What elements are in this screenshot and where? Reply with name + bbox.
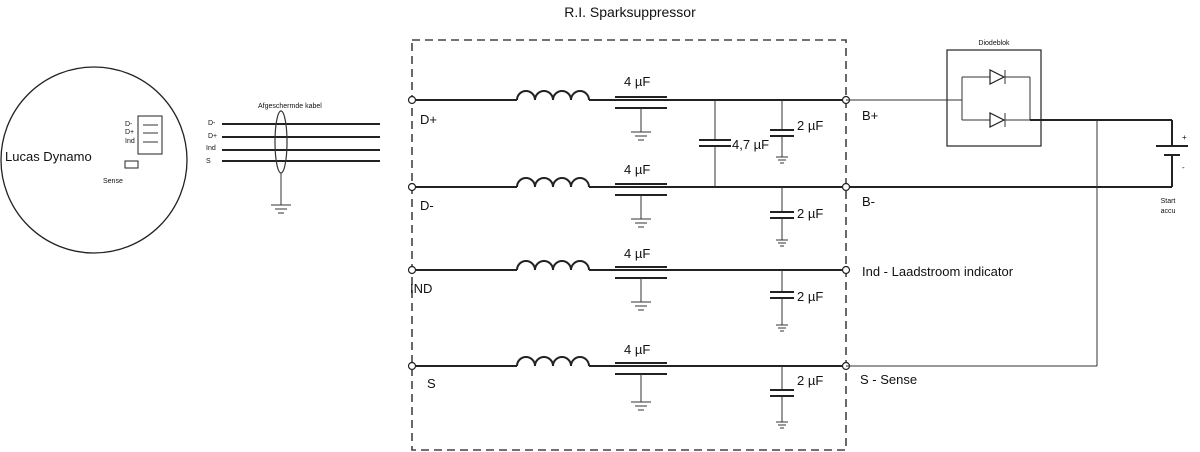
channel-d-plus: 4 µF 2 µF D+ B+ [407, 74, 878, 164]
inductor-cap-label: 4 µF [624, 246, 650, 261]
lucas-dynamo: Lucas Dynamo D- D+ Ind Sense [0, 66, 188, 254]
cable-label: Afgeschermde kabel [258, 103, 322, 110]
terminal-right-ind [841, 265, 851, 275]
battery-plus: + [1182, 133, 1187, 142]
shunt-cap-label: 2 µF [797, 289, 823, 304]
diode-block: Diodeblok [846, 40, 1172, 147]
left-label-d-minus: D- [420, 198, 434, 213]
terminal-left-ind [407, 265, 417, 275]
shielded-cable: D- D+ Ind S Afgeschermde kabel [206, 103, 380, 214]
start-battery: + - Start accu [1156, 120, 1188, 215]
sense-connector [124, 160, 139, 169]
left-label-s: S [427, 376, 436, 391]
battery-label-start: Start [1161, 198, 1176, 205]
right-label-ind: Ind - Laadstroom indicator [862, 264, 1014, 279]
left-label-ind: IND [410, 281, 432, 296]
battery-minus: - [1182, 163, 1185, 172]
dynamo-terminal-ind: Ind [125, 138, 135, 145]
terminal-right-b-minus [841, 182, 851, 192]
battery-label-accu: accu [1161, 208, 1176, 215]
diode-block-frame [946, 49, 1042, 147]
diagram-title: R.I. Sparksuppressor [564, 4, 696, 20]
inductor-icon [516, 90, 590, 101]
terminal-left-d-minus [407, 182, 417, 192]
channel-ind: 4 µF 2 µF IND Ind - Laadstroom indicator [407, 246, 1014, 332]
inductor-icon [516, 260, 590, 271]
inductor-cap-label: 4 µF [624, 162, 650, 177]
inductor-cap-label: 4 µF [624, 342, 650, 357]
channel-sense: 4 µF 2 µF S S - Sense [407, 342, 917, 429]
cable-terminal-d-minus: D- [208, 120, 216, 127]
dynamo-body [0, 66, 188, 254]
sparksuppressor-box [411, 39, 847, 451]
bridge-cap-label: 4,7 µF [732, 137, 769, 152]
dynamo-terminal-d-plus: D+ [125, 129, 134, 136]
inductor-icon [516, 177, 590, 188]
dynamo-label: Lucas Dynamo [5, 149, 92, 164]
diode-icon [989, 69, 1006, 85]
shunt-cap-label: 2 µF [797, 206, 823, 221]
cable-terminal-s: S [206, 158, 211, 165]
bridge-capacitor: 4,7 µF [699, 100, 769, 187]
terminal-left-s [407, 361, 417, 371]
cable-shield [274, 110, 288, 174]
inductor-icon [516, 356, 590, 367]
right-label-sense: S - Sense [860, 372, 917, 387]
sense-label: Sense [103, 178, 123, 185]
left-label-d-plus: D+ [420, 112, 437, 127]
sense-return-wire [846, 120, 1098, 367]
shunt-cap-label: 2 µF [797, 118, 823, 133]
dynamo-terminal-d-minus: D- [125, 121, 133, 128]
right-label-b-plus: B+ [862, 108, 878, 123]
diode-block-label: Diodeblok [978, 40, 1010, 47]
cable-terminal-ind: Ind [206, 145, 216, 152]
diode-icon [989, 112, 1006, 128]
terminal-left-d-plus [407, 95, 417, 105]
cable-terminal-d-plus: D+ [208, 133, 217, 140]
channel-d-minus: 4 µF 2 µF D- B- [407, 162, 1172, 247]
inductor-cap-label: 4 µF [624, 74, 650, 89]
shunt-cap-label: 2 µF [797, 373, 823, 388]
right-label-b-minus: B- [862, 194, 875, 209]
dynamo-terminal-block [137, 115, 163, 155]
